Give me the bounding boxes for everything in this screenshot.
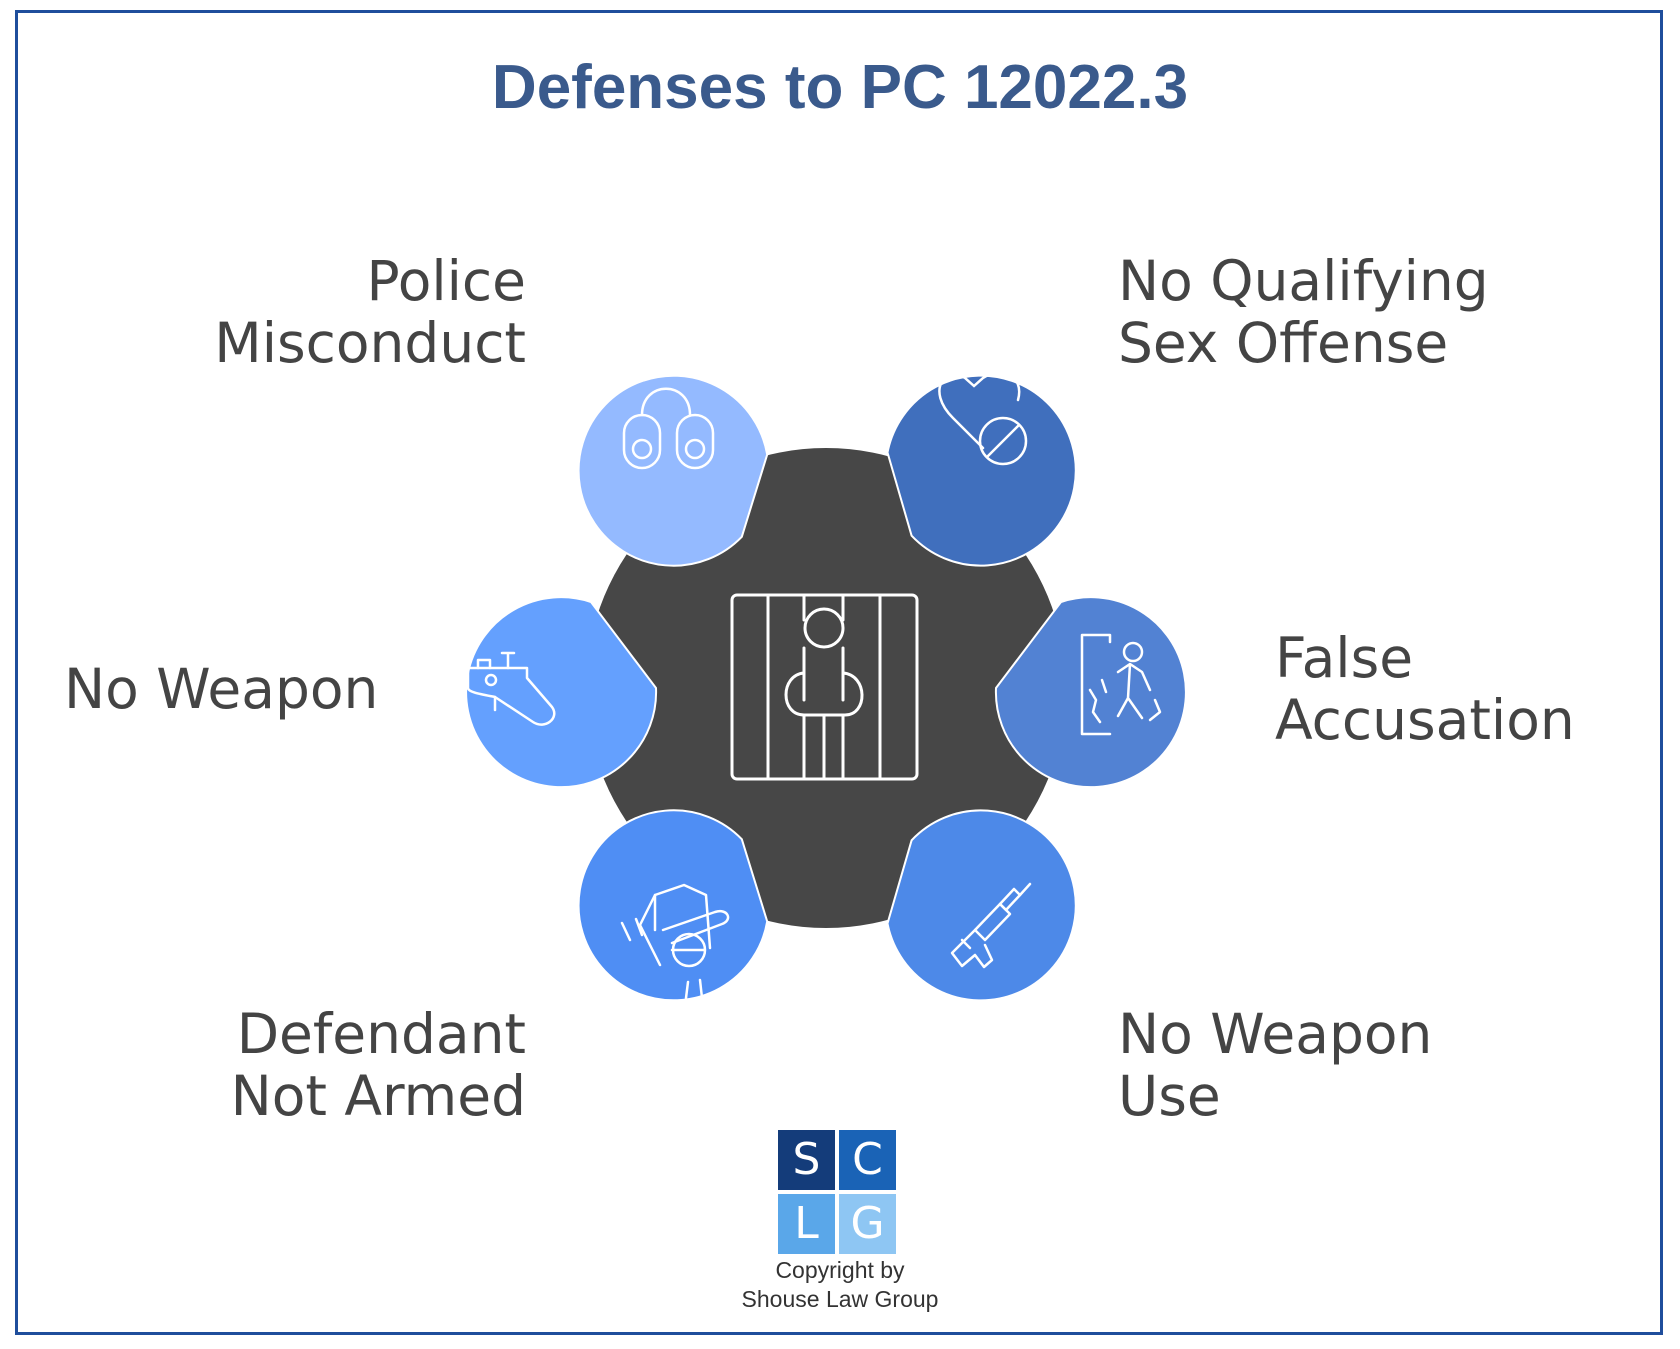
label-no-weapon: No Weapon bbox=[64, 657, 379, 721]
gun-icon bbox=[950, 882, 1032, 969]
label-police-misconduct: Police Misconduct bbox=[214, 249, 526, 375]
heart-prohibited-icon bbox=[938, 371, 1028, 466]
copyright-notice: Copyright by Shouse Law Group bbox=[741, 1257, 939, 1312]
defense-node-false-accusation bbox=[994, 596, 1187, 789]
logo-letter-g: G bbox=[839, 1194, 896, 1254]
defense-node-police-misconduct bbox=[577, 374, 769, 567]
label-false-accusation: False Accusation bbox=[1275, 626, 1575, 752]
label-defendant-not-armed: Defendant Not Armed bbox=[230, 1002, 526, 1128]
defense-node-defendant-not-armed bbox=[577, 809, 769, 1002]
label-no-weapon-use: No Weapon Use bbox=[1118, 1002, 1433, 1128]
handcuffs-icon bbox=[622, 387, 715, 470]
defense-node-no-weapon-use bbox=[886, 809, 1077, 1002]
prisoner-behind-bars-icon bbox=[730, 593, 919, 781]
confrontation-icon bbox=[1080, 633, 1162, 736]
whistle-icon bbox=[466, 651, 556, 726]
raised-arm-icon bbox=[620, 883, 730, 1000]
logo-letter-l: L bbox=[778, 1194, 835, 1254]
defense-node-no-qualifying-sex-offense bbox=[886, 371, 1077, 567]
label-no-qualifying-sex-offense: No Qualifying Sex Offense bbox=[1118, 249, 1489, 375]
defense-node-no-weapon bbox=[465, 596, 658, 789]
page-title: Defenses to PC 12022.3 bbox=[491, 53, 1189, 122]
infographic-border bbox=[15, 10, 1663, 1335]
center-circle bbox=[586, 448, 1066, 928]
logo-letter-c: C bbox=[839, 1130, 896, 1190]
logo-letter-s: S bbox=[778, 1130, 835, 1190]
sclg-logo: S C L G bbox=[778, 1130, 896, 1254]
